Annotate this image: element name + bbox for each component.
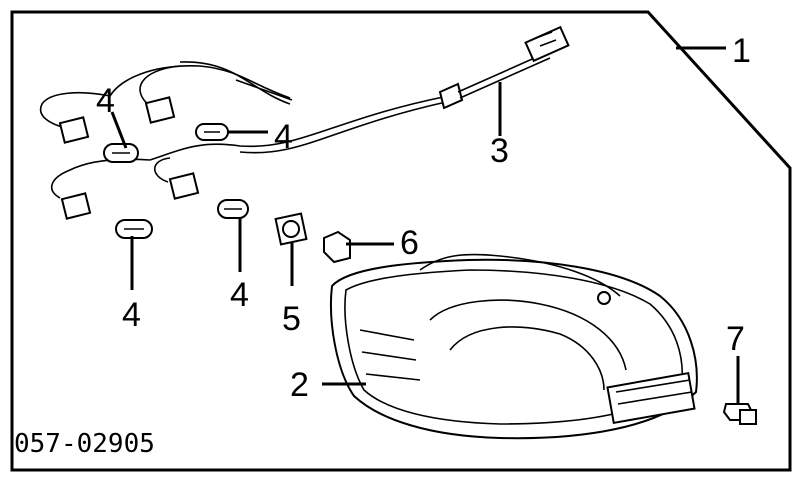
callout-7: 7 [726,320,745,358]
callout-4-bottom-left: 4 [122,296,141,334]
tail-lamp [329,253,698,440]
clip-part [323,230,351,264]
leader-lines [110,46,740,404]
callout-4-top-left: 4 [96,82,115,120]
harness-connectors [58,96,200,220]
callout-2: 2 [290,366,309,404]
screw [722,403,757,425]
bulb [274,212,308,246]
callout-4-bottom-middle: 4 [230,276,249,314]
figure-code: 057-02905 [14,429,155,459]
callout-3: 3 [490,132,509,170]
callout-6: 6 [400,224,419,262]
callout-1: 1 [732,32,751,70]
wiring-harness [39,25,570,199]
callout-5: 5 [282,300,301,338]
assembly-outline [10,10,792,472]
callout-4-top-right: 4 [274,118,293,156]
